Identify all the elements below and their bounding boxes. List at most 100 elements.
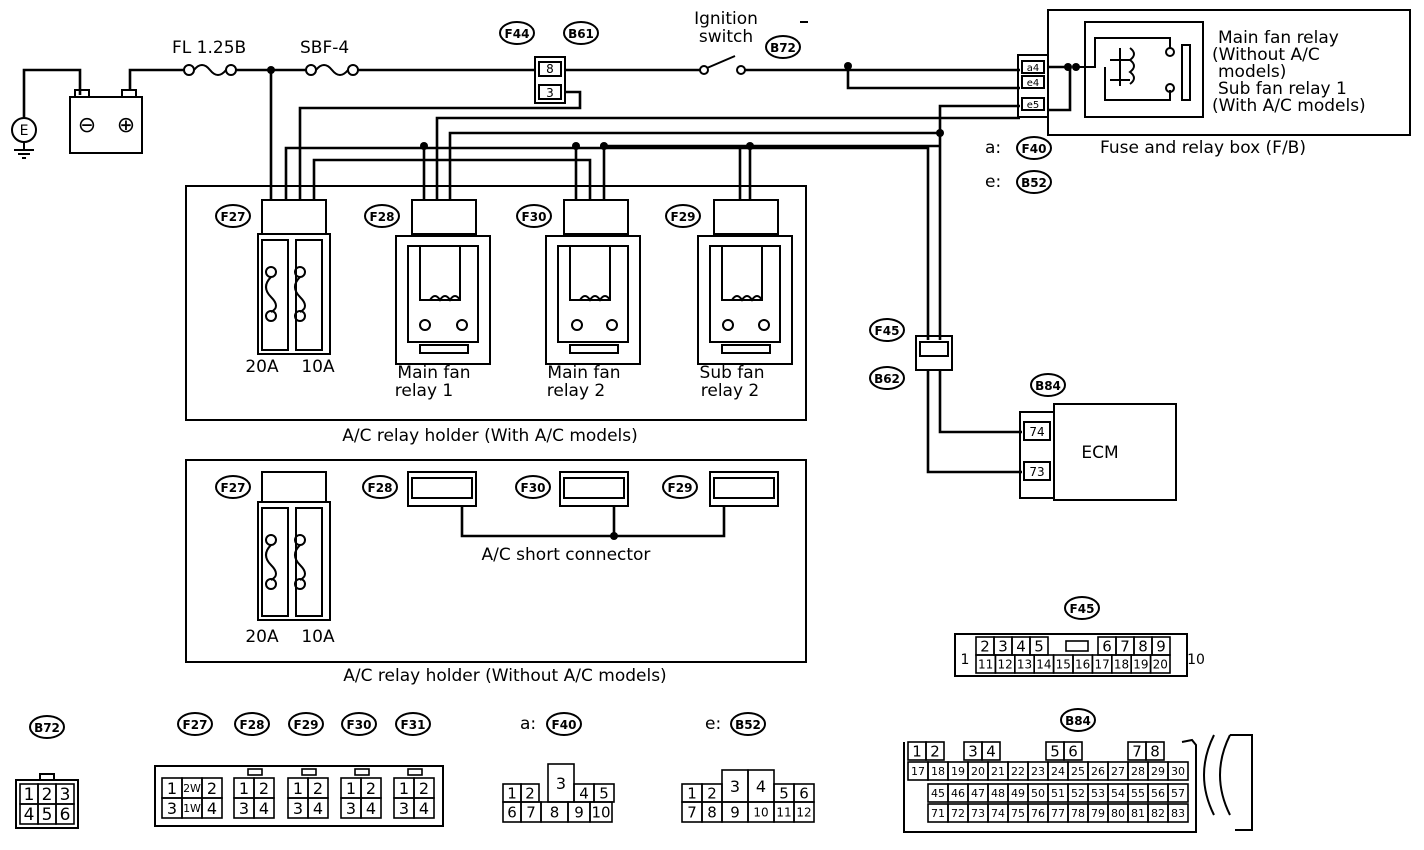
pin-number: 15 [1056, 657, 1071, 671]
pin-number: 4 [579, 784, 589, 802]
svg-text:a:: a: [520, 714, 536, 734]
ground-label: E [20, 123, 29, 139]
tag-b62: B62 [869, 366, 905, 390]
fuse-sbf: SBF-4 [300, 38, 359, 76]
pin-cell [1167, 783, 1189, 803]
pin-number: 2 [313, 779, 323, 798]
fuse-relay-box: a4 e4 e5 Main fan relay (Without A/C mod… [1017, 9, 1411, 158]
svg-text:B84: B84 [1065, 714, 1091, 728]
relay-main2-label-2: relay 2 [547, 381, 606, 401]
ignition-switch: Ignition switch [694, 9, 758, 75]
pin-number: 78 [1071, 807, 1085, 820]
relay-holder-with-ac: A/C relay holder (With A/C models) F27 2… [185, 185, 807, 446]
tag-b84-face: B84 [1060, 708, 1096, 732]
connector-key [1065, 640, 1089, 652]
pin-number: 8 [1150, 742, 1160, 760]
svg-text:e:: e: [705, 714, 721, 734]
tag-b52-fb: e: B52 [985, 170, 1052, 194]
tag-f28-without: F28 [362, 475, 398, 499]
pin-number: 3 [239, 799, 249, 818]
pin-cell [981, 741, 1001, 761]
tag-b61: B61 [563, 21, 599, 45]
fb-box-label: Fuse and relay box (F/B) [1100, 138, 1306, 158]
pin-number: 54 [1111, 787, 1125, 800]
pin-number: 16 [1075, 657, 1090, 671]
tag-f27-face: F27 [177, 712, 213, 736]
pin-number: 76 [1031, 807, 1045, 820]
svg-text:F28: F28 [368, 481, 393, 495]
pin-number: 46 [951, 787, 965, 800]
tag-f29-without: F29 [662, 475, 698, 499]
pin-number: 3 [556, 774, 566, 793]
pin-number: 3 [399, 799, 409, 818]
pin-number: 3 [167, 799, 177, 818]
svg-text:B52: B52 [1021, 176, 1047, 190]
connector-key [407, 768, 423, 776]
pin-number: 3 [293, 799, 303, 818]
pin-number: 25 [1071, 765, 1085, 778]
pin-number: 3 [968, 742, 978, 760]
pin-number: 11 [978, 657, 993, 671]
pin-number: 4 [986, 742, 996, 760]
pin-number: 17 [1094, 657, 1109, 671]
holder-without-ac-label: A/C relay holder (Without A/C models) [343, 666, 666, 686]
pin-number: 47 [971, 787, 985, 800]
pin-cell [925, 741, 945, 761]
pin-number: 22 [1011, 765, 1025, 778]
fuse-fl-label: FL 1.25B [172, 38, 246, 58]
relay-main1-label-2: relay 1 [395, 381, 454, 401]
pin-cell [55, 803, 75, 825]
pin-number: 1 [24, 785, 35, 805]
fb-sub-relay-label-1: Sub fan relay 1 [1218, 79, 1347, 99]
tag-f28-with: F28 [364, 204, 400, 228]
pin-number: 5 [599, 784, 609, 802]
pin-cell [360, 797, 382, 819]
svg-text:F28: F28 [370, 210, 395, 224]
pin-number: 80 [1111, 807, 1125, 820]
pin-number: 4 [24, 805, 35, 825]
pin-number: 79 [1091, 807, 1105, 820]
tag-f29-with: F29 [665, 204, 701, 228]
svg-text:F31: F31 [401, 718, 426, 732]
pin-number: 2 [419, 779, 429, 798]
pin-cell [307, 797, 329, 819]
pin-number: 1 [167, 779, 177, 798]
pin-cell [1167, 761, 1189, 781]
pin-number: 56 [1151, 787, 1165, 800]
pin-number: 55 [1131, 787, 1145, 800]
pin-number: 48 [991, 787, 1005, 800]
pin-number: 5 [1034, 637, 1044, 655]
pin-number: 82 [1151, 807, 1165, 820]
pin-number: 7 [1120, 637, 1130, 655]
svg-text:F44: F44 [505, 27, 530, 41]
ignition-label-2: switch [699, 27, 753, 47]
pin-number: 20 [971, 765, 985, 778]
pin-number: 4 [1016, 637, 1026, 655]
svg-text:F30: F30 [522, 210, 547, 224]
pin-number: 4 [419, 799, 429, 818]
svg-text:e4: e4 [1027, 78, 1040, 89]
pin-number: 1 [507, 784, 517, 802]
pin-number: 49 [1011, 787, 1025, 800]
svg-text:a4: a4 [1027, 63, 1040, 74]
connector-key [247, 768, 263, 776]
pin-number: 6 [60, 805, 71, 825]
tag-f27-without: F27 [215, 475, 251, 499]
battery-negative: ⊖ [78, 113, 96, 138]
tag-b72: B72 [765, 35, 801, 59]
fuse-20a-label-with: 20A [245, 357, 279, 377]
pin-number: 12 [997, 657, 1012, 671]
pin-number: 9 [1156, 637, 1166, 655]
tag-b84: B84 [1030, 373, 1066, 397]
ground-symbol: E [11, 68, 82, 159]
pin-number: 1 [687, 784, 697, 802]
connector-key [354, 768, 370, 776]
svg-text:73: 73 [1029, 465, 1044, 479]
pin-number: 2 [707, 784, 717, 802]
pin-cell [201, 797, 223, 819]
pin-number: 74 [991, 807, 1005, 820]
pin-number: 9 [730, 803, 740, 821]
tag-f44: F44 [499, 21, 535, 45]
